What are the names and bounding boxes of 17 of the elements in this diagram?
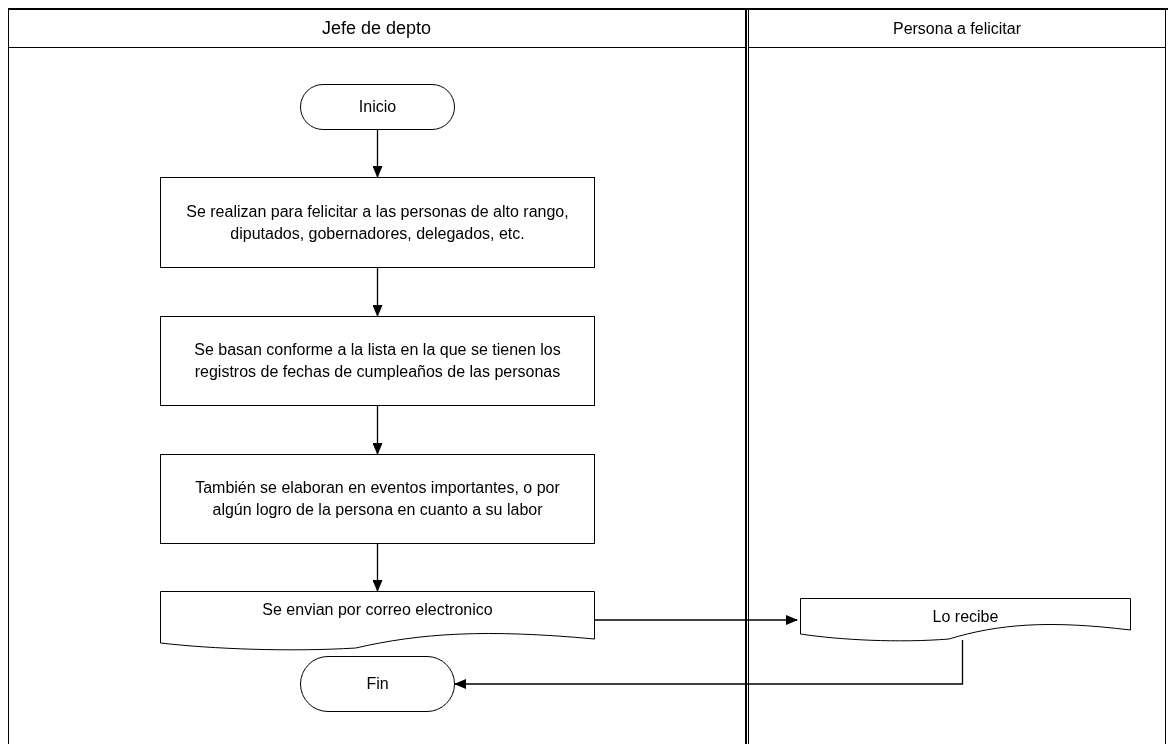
arrow <box>372 129 383 178</box>
lane-title: Jefe de depto <box>321 18 432 39</box>
swimlane <box>746 10 1166 744</box>
lane-title: Persona a felicitar <box>892 19 1022 38</box>
arrow <box>372 543 383 592</box>
terminal-shape: Fin <box>300 656 455 712</box>
terminal-shape: Inicio <box>300 84 455 130</box>
document-shape: Lo recibe <box>800 598 1131 642</box>
arrow <box>454 639 964 689</box>
arrow <box>372 267 383 317</box>
swimlane <box>8 10 746 744</box>
arrow <box>594 615 798 625</box>
process-box: Se realizan para felicitar a las personas de alto rango, diputados, gobernadores, delegados, etc. <box>160 177 595 268</box>
process-box: También se elaboran en eventos importantes, o por algún logro de la persona en cuanto a su labor <box>160 454 595 544</box>
document-shape: Se envian por correo electronico <box>160 591 595 651</box>
process-box: Se basan conforme a la lista en la que se tienen los registros de fechas de cumpleaños de las personas <box>160 316 595 406</box>
arrow <box>372 405 383 455</box>
